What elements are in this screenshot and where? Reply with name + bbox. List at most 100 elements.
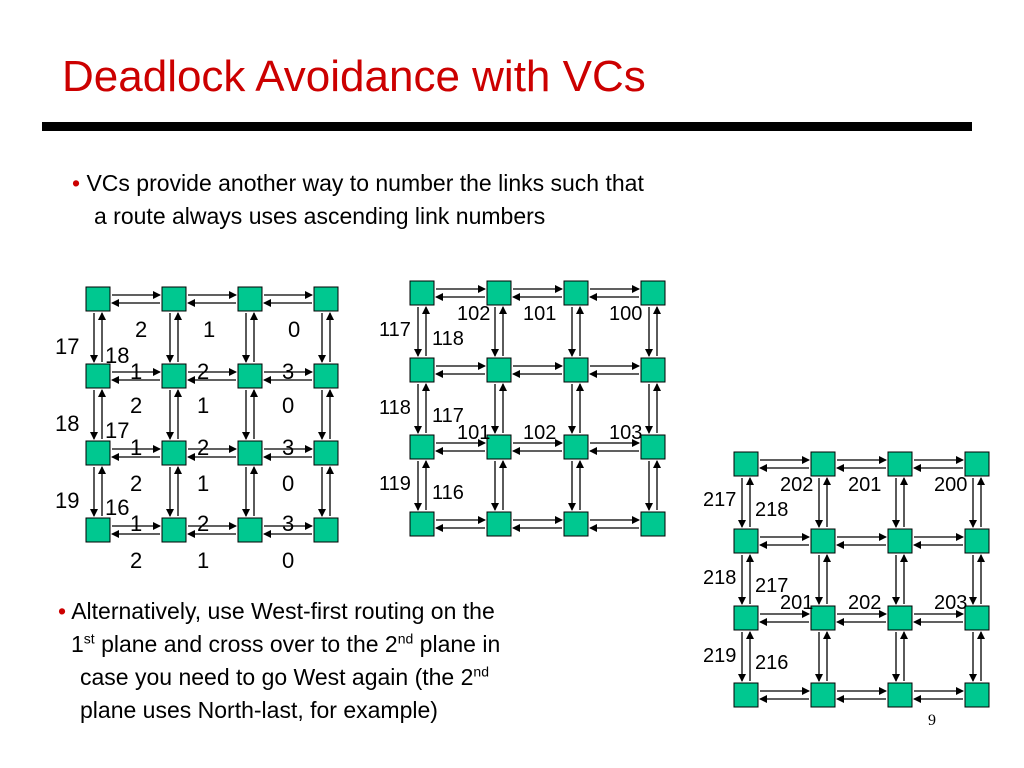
page-number: 9 xyxy=(928,712,936,729)
router-node xyxy=(409,434,435,460)
link-number-label: 1 xyxy=(130,359,142,384)
bullet-line: a route always uses ascending link numbe… xyxy=(94,203,546,229)
router-node xyxy=(563,357,589,383)
link-number-label: 18 xyxy=(55,411,79,436)
title-divider xyxy=(42,122,972,131)
router-node xyxy=(733,682,759,708)
link-number-label: 2 xyxy=(197,511,209,536)
link-number-label: 2 xyxy=(130,471,142,496)
router-node xyxy=(409,511,435,537)
router-node xyxy=(964,528,990,554)
link-number-label: 0 xyxy=(282,393,294,418)
router-node xyxy=(237,440,263,466)
superscript: nd xyxy=(473,663,489,680)
router-node xyxy=(161,440,187,466)
link-number-label: 118 xyxy=(432,328,464,350)
router-node xyxy=(640,434,666,460)
router-node xyxy=(964,451,990,477)
router-node xyxy=(486,357,512,383)
link-number-label: 203 xyxy=(934,592,967,614)
link-number-label: 1 xyxy=(197,548,209,573)
link-number-label: 218 xyxy=(755,499,788,521)
link-number-label: 2 xyxy=(130,548,142,573)
link-number-label: 3 xyxy=(282,511,294,536)
router-node xyxy=(409,357,435,383)
link-number-label: 116 xyxy=(432,482,464,504)
router-node xyxy=(733,451,759,477)
bullet-dot: • xyxy=(72,170,81,196)
link-number-label: 103 xyxy=(609,422,642,444)
router-node xyxy=(85,517,111,543)
link-number-label: 217 xyxy=(755,575,788,597)
router-node xyxy=(161,517,187,543)
router-node xyxy=(810,682,836,708)
router-node xyxy=(85,440,111,466)
router-node xyxy=(887,605,913,631)
text-run: plane in xyxy=(413,631,501,657)
link-number-label: 2 xyxy=(135,317,147,342)
link-number-label: 102 xyxy=(523,422,556,444)
bullet-line: • VCs provide another way to number the … xyxy=(72,167,644,200)
bullet-west-first: • Alternatively, use West-first routing … xyxy=(58,595,500,727)
link-number-label: 2 xyxy=(197,359,209,384)
router-node xyxy=(964,605,990,631)
link-number-label: 118 xyxy=(379,397,411,419)
router-node xyxy=(161,286,187,312)
link-number-label: 1 xyxy=(197,393,209,418)
link-number-label: 2 xyxy=(130,393,142,418)
link-number-label: 100 xyxy=(609,303,642,325)
router-node xyxy=(563,511,589,537)
router-node xyxy=(486,280,512,306)
link-number-label: 3 xyxy=(282,435,294,460)
router-node xyxy=(887,451,913,477)
router-node xyxy=(964,682,990,708)
link-number-label: 219 xyxy=(703,645,736,667)
router-node xyxy=(85,286,111,312)
router-node xyxy=(733,605,759,631)
bullet-line: case you need to go West again (the 2nd xyxy=(58,661,500,694)
link-number-label: 101 xyxy=(457,422,490,444)
router-node xyxy=(486,434,512,460)
router-node xyxy=(237,517,263,543)
router-node xyxy=(640,357,666,383)
link-number-label: 102 xyxy=(457,303,490,325)
router-node xyxy=(313,363,339,389)
router-node xyxy=(810,451,836,477)
router-node xyxy=(409,280,435,306)
router-node xyxy=(313,517,339,543)
router-node xyxy=(887,528,913,554)
link-number-label: 218 xyxy=(703,567,736,589)
router-node xyxy=(161,363,187,389)
link-number-label: 1 xyxy=(203,317,215,342)
link-number-label: 216 xyxy=(755,652,788,674)
superscript: nd xyxy=(397,630,414,647)
bullet-line: plane uses North-last, for example) xyxy=(80,697,438,723)
router-node xyxy=(887,682,913,708)
link-number-label: 101 xyxy=(523,303,556,325)
link-number-label: 117 xyxy=(379,319,411,341)
text-run: plane and cross over to the 2 xyxy=(94,631,398,657)
link-number-label: 0 xyxy=(288,317,300,342)
router-node xyxy=(640,280,666,306)
router-node xyxy=(563,434,589,460)
router-node xyxy=(313,440,339,466)
bullet-line: 1st plane and cross over to the 2nd plan… xyxy=(58,628,500,661)
link-number-label: 19 xyxy=(55,488,79,513)
bullet-vcs: • VCs provide another way to number the … xyxy=(72,167,644,233)
link-number-label: 18 xyxy=(105,343,129,368)
link-number-label: 201 xyxy=(848,474,881,496)
link-number-label: 2 xyxy=(197,435,209,460)
link-number-label: 1 xyxy=(130,511,142,536)
link-number-label: 200 xyxy=(934,474,967,496)
router-node xyxy=(486,511,512,537)
link-number-label: 202 xyxy=(848,592,881,614)
bullet-dot: • xyxy=(58,598,67,624)
router-node xyxy=(810,605,836,631)
text-run: 1 xyxy=(71,631,84,657)
bullet-text: VCs provide another way to number the li… xyxy=(86,170,644,196)
superscript: st xyxy=(83,630,95,647)
link-number-label: 202 xyxy=(780,474,813,496)
router-node xyxy=(237,286,263,312)
router-node xyxy=(640,511,666,537)
